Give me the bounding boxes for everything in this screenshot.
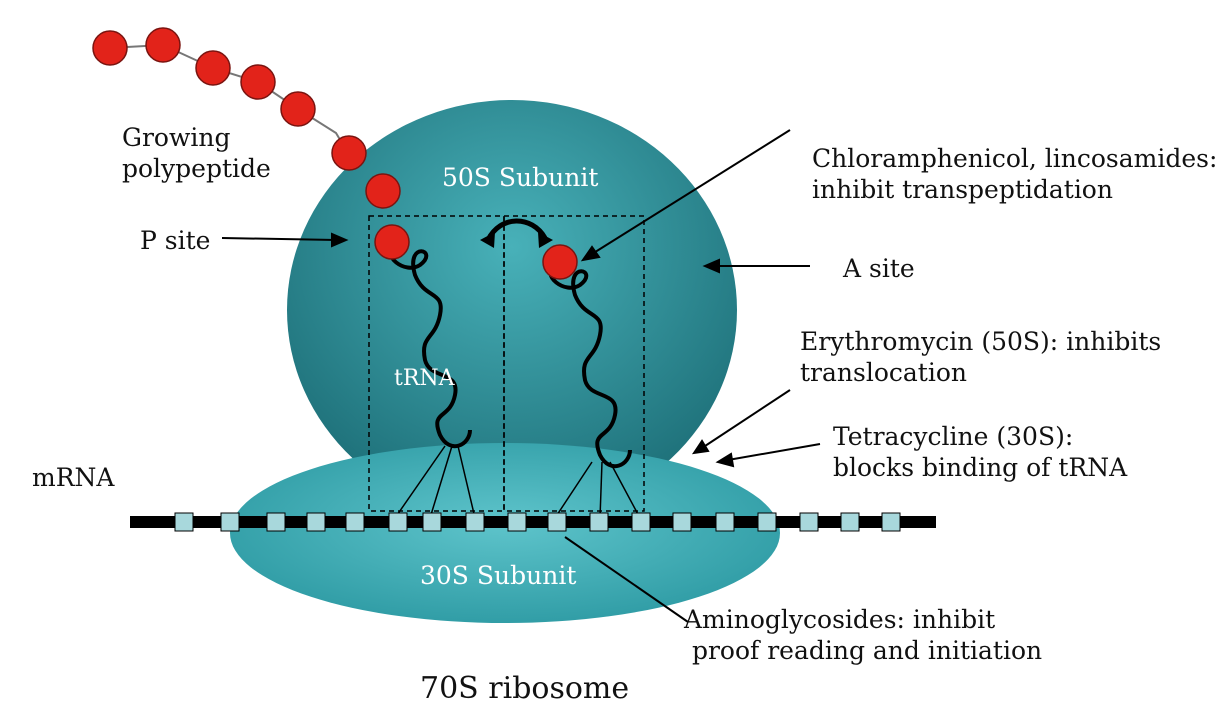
transpeptidation-arrow (485, 218, 548, 242)
pointer-arrows (221, 129, 821, 623)
anticodon-links (394, 445, 641, 519)
tetracycline-label: Tetracycline (30S): blocks binding of tR… (833, 422, 1128, 483)
growing-polypeptide-label: Growing polypeptide (122, 123, 271, 184)
diagram-title: 70S ribosome (420, 671, 630, 706)
subunit-50s-label: 50S Subunit (442, 163, 599, 192)
subunit-30s-body (230, 443, 780, 623)
p-site-label: P site (140, 226, 211, 255)
trna-a-site (548, 263, 632, 469)
subunit-30s-label: 30S Subunit (420, 561, 577, 590)
trna-p-site (388, 243, 472, 449)
mrna-label: mRNA (32, 463, 115, 492)
aminoglycosides-label: Aminoglycosides: inhibit proof reading a… (684, 605, 1043, 666)
amino-acid-beads (92, 27, 578, 280)
trna-label: tRNA (394, 366, 455, 391)
chloramphenicol-label: Chloramphenicol, lincosamides: inhibit t… (812, 144, 1218, 205)
mrna-codons (174, 512, 901, 532)
a-site-box (503, 215, 645, 512)
erythromycin-label: Erythromycin (50S): inhibits translocati… (800, 327, 1162, 388)
subunit-50s-body (287, 100, 737, 520)
a-site-label: A site (843, 254, 915, 283)
